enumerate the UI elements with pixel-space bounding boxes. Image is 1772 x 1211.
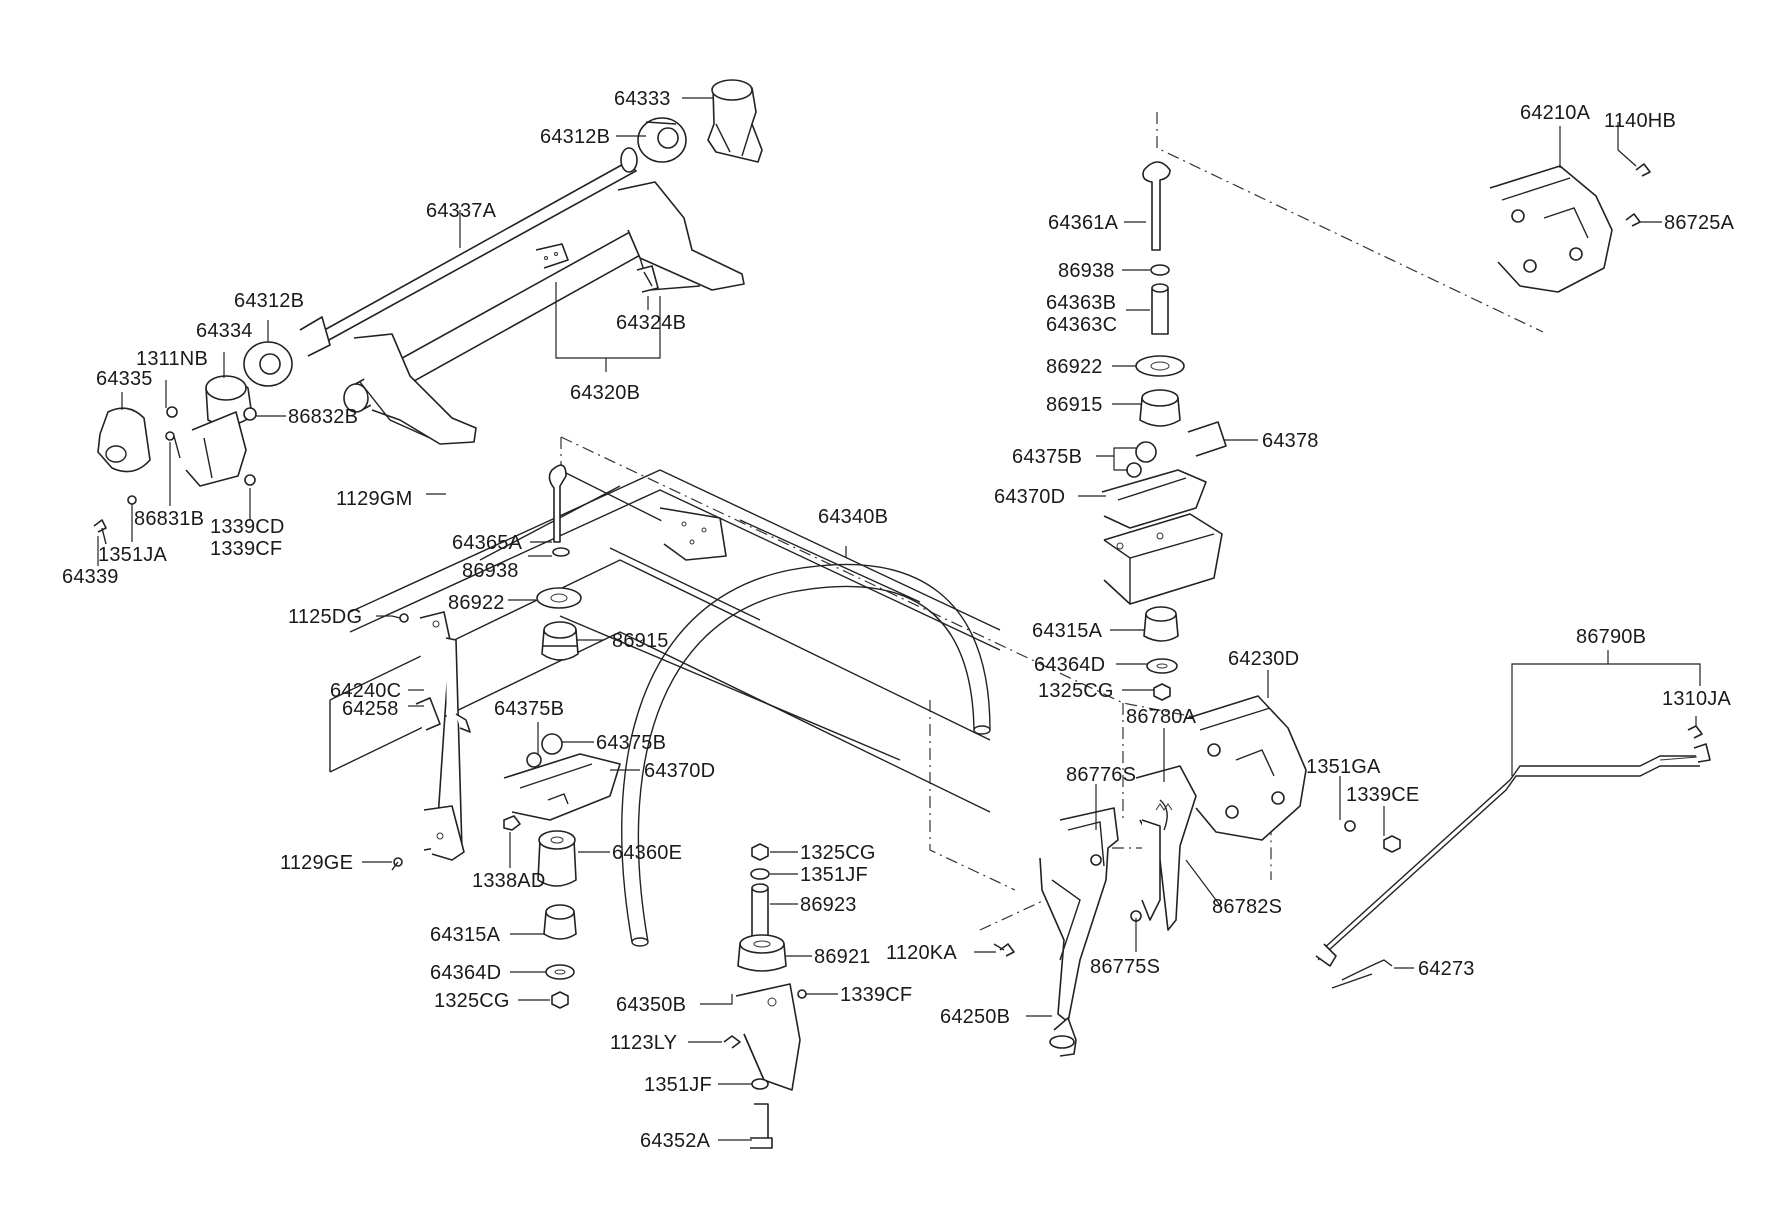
part-label-1339CD: 1339CD [210,516,285,538]
part-label-64258: 64258 [342,698,399,720]
part-label-86938-right: 86938 [1058,260,1115,282]
frame-rails [329,469,1001,813]
part-label-64230D: 64230D [1228,648,1300,670]
pedal-assembly [993,807,1142,1057]
part-label-86923: 86923 [800,894,857,916]
part-label-1339CF: 1339CF [210,538,283,560]
part-label-64333: 64333 [614,88,671,110]
bearing-top [637,117,687,163]
top-mount [707,79,763,163]
part-label-64334: 64334 [196,320,253,342]
part-label-1351JF-lower: 1351JF [644,1074,712,1096]
part-label-86915-right: 86915 [1046,394,1103,416]
part-label-64312B-mid: 64312B [234,290,305,312]
part-label-64361A: 64361A [1048,212,1119,234]
part-label-64324B: 64324B [616,312,687,334]
part-label-64370D-left: 64370D [644,760,716,782]
left-bracket [391,611,471,871]
hook-left-stack [536,464,582,661]
part-label-64375B-right: 64375B [1012,446,1083,468]
part-label-64315A-left: 64315A [430,924,501,946]
part-label-64350B: 64350B [616,994,687,1016]
part-label-86790B: 86790B [1576,626,1647,648]
part-label-1140HB: 1140HB [1604,110,1676,132]
part-label-86922-left: 86922 [448,592,505,614]
bushing-stack-left [543,904,577,1009]
part-label-64375B-left-a: 64375B [494,698,565,720]
leader-lines [97,97,1701,1141]
part-label-1339CE: 1339CE [1346,784,1420,806]
part-label-64312B-top: 64312B [540,126,611,148]
part-label-1325CG-right: 1325CG [1038,680,1114,702]
part-label-1123LY: 1123LY [610,1032,678,1054]
part-label-64364D-right: 64364D [1034,654,1106,676]
part-label-86775S: 86775S [1090,956,1161,978]
crossmember-assembly [299,147,745,445]
part-label-1325CG-left: 1325CG [434,990,510,1012]
part-label-64352A: 64352A [640,1130,711,1152]
part-label-1325CG-center: 1325CG [800,842,876,864]
part-label-86725A: 86725A [1664,212,1735,234]
part-label-86831B: 86831B [134,508,205,530]
part-label-86782S: 86782S [1212,896,1283,918]
part-label-1120KA: 1120KA [886,942,957,964]
left-mount-cluster [93,375,257,545]
part-label-1129GE: 1129GE [280,852,354,874]
part-label-64365A: 64365A [452,532,523,554]
part-label-64339: 64339 [62,566,119,588]
part-label-64363B: 64363B [1046,292,1117,314]
part-label-86832B: 86832B [288,406,359,428]
part-label-1351JF-center: 1351JF [800,864,868,886]
part-label-86776S: 86776S [1066,764,1137,786]
part-label-64320B: 64320B [570,382,641,404]
part-label-64315A-right: 64315A [1032,620,1103,642]
part-label-1351JA: 1351JA [98,544,168,566]
cable-64340B [621,563,991,947]
part-label-64210A: 64210A [1520,102,1591,124]
part-label-1311NB: 1311NB [136,348,208,370]
part-label-1310JA: 1310JA [1662,688,1732,710]
part-label-64370D-right: 64370D [994,486,1066,508]
bracket-64210A [1489,163,1651,293]
part-label-86938-left: 86938 [462,560,519,582]
part-label-1129GM: 1129GM [336,488,413,510]
part-label-86921: 86921 [814,946,871,968]
right-column-stack [1101,161,1227,701]
bearing-left [243,341,293,387]
part-label-64360E: 64360E [612,842,683,864]
part-label-64250B: 64250B [940,1006,1011,1028]
part-label-1351GA: 1351GA [1306,756,1381,778]
part-label-64337A: 64337A [426,200,497,222]
part-label-86780A: 86780A [1126,706,1197,728]
part-label-1339CF-center: 1339CF [840,984,913,1006]
part-label-64364D-left: 64364D [430,962,502,984]
part-label-1125DG: 1125DG [288,606,363,628]
part-label-64363B-64363C: 64363B 64363C [1046,292,1117,336]
part-label-64335: 64335 [96,368,153,390]
lever-86780A [1135,765,1197,931]
rod-86790B [1315,725,1711,989]
bracket-64230D [1187,695,1401,853]
bushing-64360E [537,830,577,887]
part-label-64378: 64378 [1262,430,1319,452]
part-label-64340B: 64340B [818,506,889,528]
part-label-1338AD: 1338AD [472,870,546,892]
part-label-64363C: 64363C [1046,314,1118,336]
mount-bracket-left [503,733,621,821]
nut-1338AD [503,815,521,831]
part-label-64273: 64273 [1418,958,1475,980]
part-label-86922-right: 86922 [1046,356,1103,378]
part-label-1339CD-1339CF: 1339CD 1339CF [210,516,285,560]
part-label-86915-left: 86915 [612,630,669,652]
part-label-64240C: 64240C [330,680,402,702]
part-label-64375B-left-b: 64375B [596,732,667,754]
center-stack [723,843,807,1149]
